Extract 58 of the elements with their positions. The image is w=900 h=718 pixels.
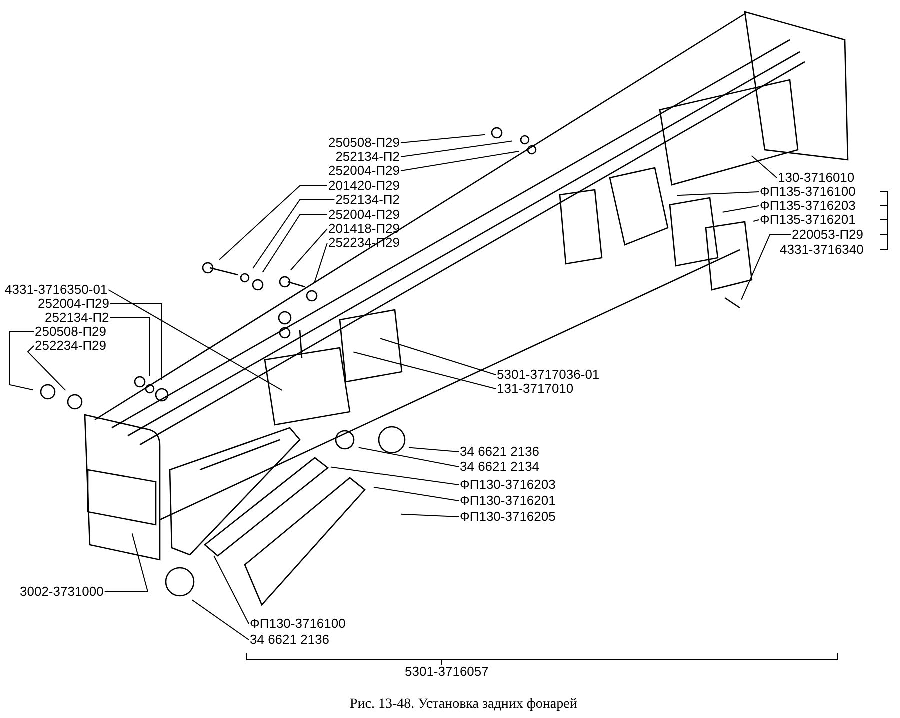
leader-line — [219, 186, 328, 260]
callout-number: 201418-П29 — [328, 222, 400, 236]
callout-number: ФП130-3716100 — [250, 617, 346, 631]
leader-line — [408, 447, 460, 452]
callout-number: 250508-П29 — [328, 136, 400, 150]
callout-number: ФП135-3716201 — [760, 213, 856, 227]
leader-line — [262, 214, 328, 273]
leader-line — [27, 346, 66, 392]
leader-line — [400, 140, 513, 158]
callout-number: 252234-П29 — [35, 339, 107, 353]
leader-line — [400, 134, 486, 144]
callout-number: 252004-П29 — [328, 164, 400, 178]
callout-number: 3002-3731000 — [20, 585, 104, 599]
callout-number: 252004-П29 — [38, 297, 110, 311]
leader-line — [676, 192, 760, 196]
leader-line — [751, 155, 778, 178]
callout-number: 130-3716010 — [778, 171, 855, 185]
leader-line — [104, 533, 149, 592]
leader-line — [741, 234, 792, 300]
leader-line — [108, 290, 283, 391]
leader-line — [192, 600, 250, 640]
callout-number: ФП130-3716205 — [460, 510, 556, 524]
leader-line — [380, 338, 496, 376]
callout-number: 220053-П29 — [792, 228, 864, 242]
leader-line — [314, 242, 328, 283]
leader-line — [10, 332, 34, 391]
callout-number: 250508-П29 — [35, 325, 107, 339]
callout-number: 34 6621 2136 — [250, 633, 330, 647]
callout-number: 201420-П29 — [328, 179, 400, 193]
leader-line — [358, 447, 460, 468]
leader-line — [252, 200, 336, 270]
callout-number: 252134-П2 — [336, 150, 400, 164]
callout-number: 252134-П2 — [336, 193, 400, 207]
leader-line — [373, 486, 460, 502]
callout-number: ФП135-3716100 — [760, 185, 856, 199]
assembly-number: 5301-3716057 — [405, 665, 489, 679]
leader-line — [214, 556, 250, 624]
callout-number: 252004-П29 — [328, 208, 400, 222]
leader-line — [110, 318, 150, 376]
callout-number: ФП130-3716201 — [460, 494, 556, 508]
callout-number: 34 6621 2134 — [460, 460, 540, 474]
callout-number: 5301-3717036-01 — [497, 368, 600, 382]
leader-line — [110, 304, 162, 380]
leader-line — [290, 228, 328, 271]
leader-line — [722, 206, 760, 213]
leader-line — [400, 150, 520, 172]
leader-line — [400, 514, 460, 518]
leader-line — [330, 466, 460, 486]
callout-number: 4331-3716350-01 — [5, 283, 108, 297]
callout-number: 34 6621 2136 — [460, 445, 540, 459]
leader-line — [353, 352, 496, 390]
assembly-number: 4331-3716340 — [780, 243, 864, 257]
callout-number: ФП135-3716203 — [760, 199, 856, 213]
callout-number: ФП130-3716203 — [460, 478, 556, 492]
callout-number: 131-3717010 — [497, 382, 574, 396]
leader-line — [753, 220, 760, 222]
figure-caption: Рис. 13-48. Установка задних фонарей — [350, 697, 578, 713]
callout-number: 252134-П2 — [45, 311, 110, 325]
